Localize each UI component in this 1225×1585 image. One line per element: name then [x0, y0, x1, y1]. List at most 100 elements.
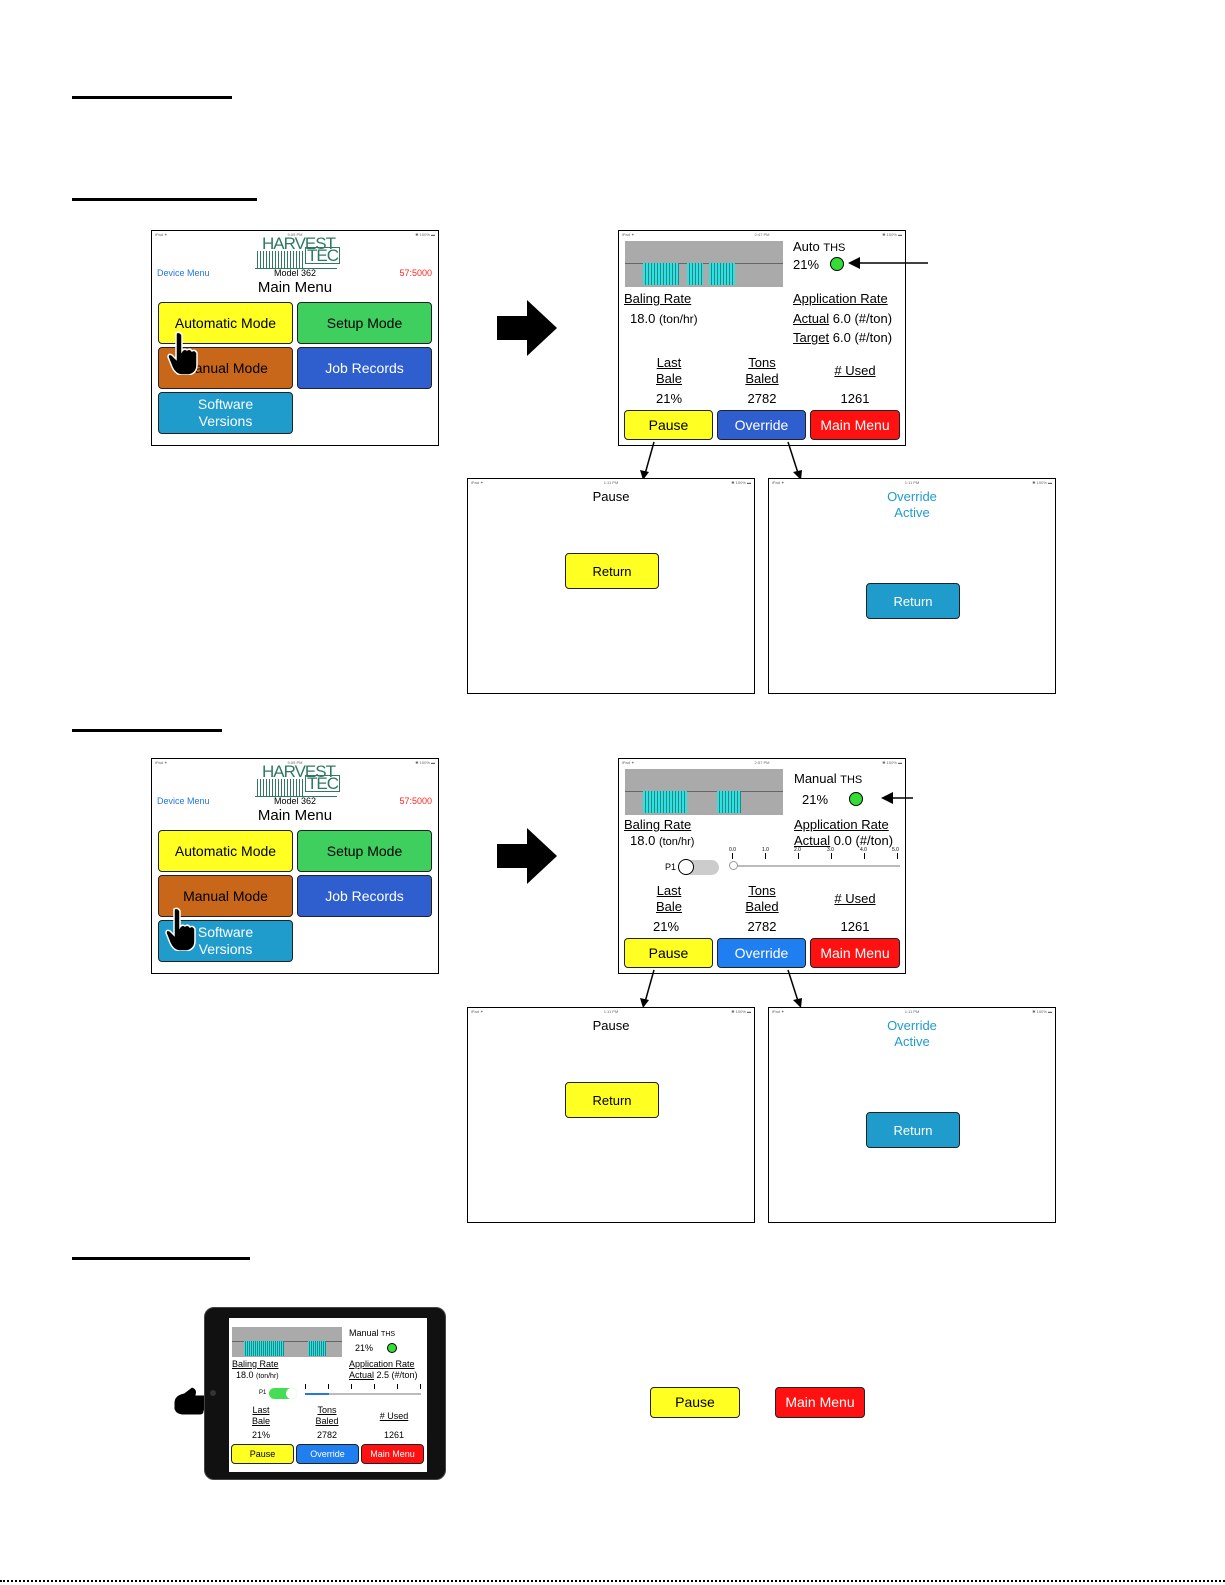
return-button[interactable]: Return [565, 553, 659, 589]
pointing-hand-icon [167, 331, 198, 375]
logo-stripes-icon [257, 251, 305, 268]
return-button[interactable]: Return [866, 1112, 960, 1148]
return-button[interactable]: Return [565, 1082, 659, 1118]
rate-slider[interactable] [729, 861, 900, 870]
pointing-hand-icon [165, 907, 196, 951]
logo-underline [255, 268, 337, 269]
pause-button[interactable]: Pause [624, 410, 713, 440]
tablet-screen: Manual THS 21% Baling Rate 18.0 (ton/hr)… [229, 1318, 427, 1472]
target-rate: Target 6.0 (#/ton) [793, 330, 893, 345]
p1-toggle[interactable] [269, 1388, 297, 1399]
section-heading-rule-1 [72, 96, 232, 99]
status-bar: iPad ✦2:57 PM✱ 100% ▬ [622, 760, 902, 765]
override-button[interactable]: Override [296, 1444, 359, 1464]
job-records-button[interactable]: Job Records [297, 347, 432, 389]
software-label-1: Software [197, 924, 254, 940]
used-label: # Used [379, 1411, 409, 1421]
slider-tick-4: 4.0 [860, 847, 867, 853]
main-menu-button[interactable]: Main Menu [810, 938, 900, 968]
status-bar: iPad ✦1:11 PM✱ 100% ▬ [772, 1009, 1052, 1014]
main-menu-title: Main Menu [257, 807, 333, 824]
tablet-frame: Manual THS 21% Baling Rate 18.0 (ton/hr)… [204, 1307, 446, 1480]
application-rate-label: Application Rate [794, 817, 889, 832]
p1-toggle[interactable] [678, 859, 719, 875]
rate-slider[interactable] [305, 1393, 421, 1395]
tons-baled-value: 2782 [316, 1430, 338, 1440]
last-bale-value: 21% [655, 391, 683, 406]
device-menu-link[interactable]: Device Menu [157, 268, 210, 278]
job-records-button[interactable]: Job Records [297, 875, 432, 917]
main-menu-title: Main Menu [257, 279, 333, 296]
application-rate-label: Application Rate [349, 1359, 415, 1369]
software-label-1: Software [197, 396, 254, 412]
moisture-chart [625, 769, 783, 815]
ths-percent: 21% [793, 257, 820, 272]
main-menu-button[interactable]: Main Menu [810, 410, 900, 440]
last-bale-value: 21% [652, 919, 680, 934]
override-button[interactable]: Override [717, 938, 806, 968]
tablet-home-button[interactable] [210, 1390, 216, 1396]
baling-rate-label: Baling Rate [624, 291, 692, 306]
slider-tick-3: 3.0 [827, 847, 834, 853]
override-button[interactable]: Override [717, 410, 806, 440]
indicator-arrow-icon [881, 792, 913, 804]
baling-rate-value: 18.0 (ton/hr) [630, 833, 695, 848]
p1-label: P1 [665, 862, 677, 872]
actual-rate: Actual 6.0 (#/ton) [793, 311, 893, 326]
flow-arrows-icon [640, 441, 802, 480]
moisture-chart [625, 241, 783, 287]
right-arrow-icon [497, 828, 557, 884]
mode-label: Auto THS [793, 239, 846, 254]
status-bar: iPad ✦1:11 PM✱ 100% ▬ [471, 1009, 751, 1014]
right-arrow-icon [497, 300, 557, 356]
baling-rate-value: 18.0 (ton/hr) [236, 1370, 279, 1380]
slider-tick-1: 1.0 [762, 847, 769, 853]
return-button[interactable]: Return [866, 583, 960, 619]
logo-underline [255, 796, 337, 797]
status-bar: iPad ✦2:47 PM✱ 100% ▬ [622, 232, 902, 237]
indicator-dot-icon [387, 1343, 397, 1353]
logo-tec: TEC [305, 246, 340, 265]
baling-rate-label: Baling Rate [624, 817, 692, 832]
status-bar: iPad ✦9:05 PM✱ 100% ▬ [155, 232, 435, 237]
slider-tick-5: 5.0 [892, 847, 899, 853]
section-heading-rule-2 [72, 198, 257, 201]
used-label: # Used [834, 363, 876, 378]
setup-mode-button[interactable]: Setup Mode [297, 302, 432, 344]
device-menu-link[interactable]: Device Menu [157, 796, 210, 806]
pause-screen-manual: iPad ✦1:11 PM✱ 100% ▬ Pause Return [467, 1007, 755, 1223]
counter-value: 57:5000 [399, 268, 432, 278]
software-versions-button[interactable]: Software Versions [158, 392, 293, 434]
ths-percent: 21% [802, 792, 829, 807]
logo-tec: TEC [305, 774, 340, 793]
setup-mode-button[interactable]: Setup Mode [297, 830, 432, 872]
actual-rate: Actual 2.5 (#/ton) [349, 1370, 418, 1380]
model-label: Model 362 [273, 796, 317, 806]
baling-rate-label: Baling Rate [232, 1359, 279, 1369]
main-menu-screen-manual: iPad ✦9:05 PM✱ 100% ▬ HARVEST TEC Device… [151, 758, 439, 974]
indicator-dot-icon [849, 792, 863, 806]
main-menu-screen-auto: iPad ✦9:05 PM✱ 100% ▬ HARVEST TEC Device… [151, 230, 439, 446]
software-label-2: Versions [198, 413, 253, 429]
used-label: # Used [834, 891, 876, 906]
used-value: 1261 [383, 1430, 405, 1440]
main-menu-button-standalone[interactable]: Main Menu [775, 1387, 865, 1418]
pause-button-standalone[interactable]: Pause [650, 1387, 740, 1418]
harvest-tec-logo: HARVEST [262, 234, 336, 253]
main-menu-button[interactable]: Main Menu [361, 1444, 424, 1464]
indicator-arrow-icon [848, 257, 928, 269]
actual-rate: Actual 0.0 (#/ton) [794, 833, 894, 848]
manual-mode-button[interactable]: Manual Mode [158, 875, 293, 917]
automatic-mode-button[interactable]: Automatic Mode [158, 830, 293, 872]
pause-button[interactable]: Pause [624, 938, 713, 968]
pause-button[interactable]: Pause [231, 1444, 294, 1464]
used-value: 1261 [840, 391, 870, 406]
